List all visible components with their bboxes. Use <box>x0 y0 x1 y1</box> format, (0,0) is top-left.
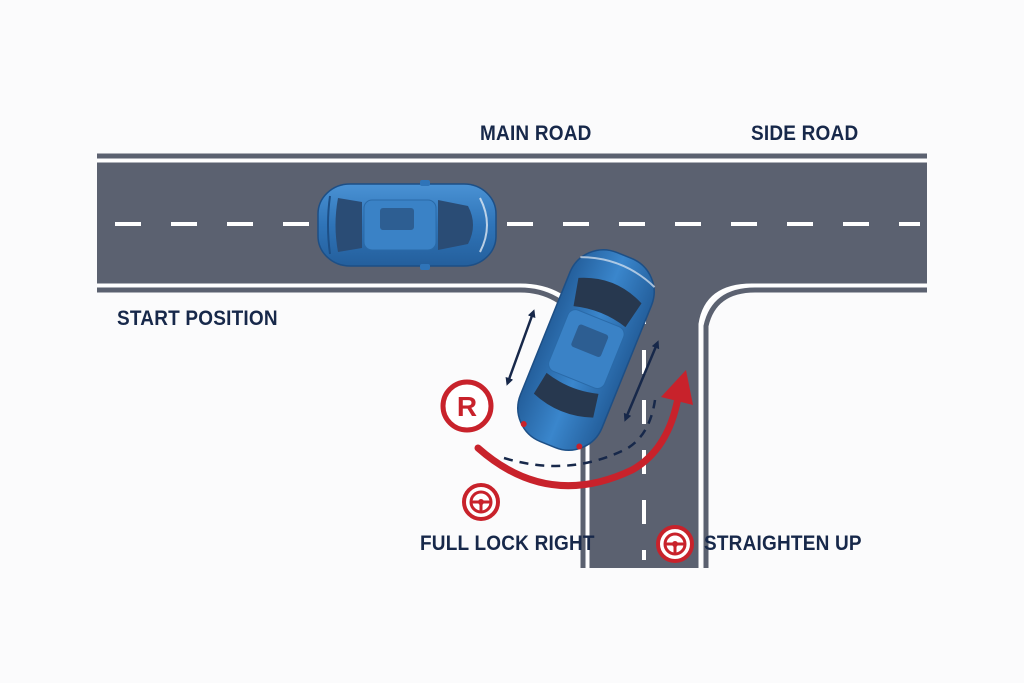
clearance-arrow-right <box>623 340 660 422</box>
car-start-position <box>317 180 497 270</box>
curved-arrow-head <box>661 370 693 405</box>
side-road-label: SIDE ROAD <box>751 122 859 146</box>
rear-window <box>335 198 362 252</box>
reverse-gear-icon: R <box>440 379 494 433</box>
curved-arrow-icon <box>474 394 682 490</box>
start-position-label: START POSITION <box>117 307 278 331</box>
road-network <box>97 153 927 568</box>
straighten-up-label: STRAIGHTEN UP <box>704 532 862 556</box>
rear-window <box>533 372 599 418</box>
kerb-left <box>97 287 586 568</box>
kerb-right-white <box>698 283 927 568</box>
reverse-gear-letter: R <box>457 391 477 422</box>
kerb-right <box>703 287 927 568</box>
windshield <box>438 200 473 250</box>
clearance-arrow-left <box>505 309 536 386</box>
windshield <box>573 277 642 328</box>
main-road-label: MAIN ROAD <box>480 122 592 146</box>
steering-wheel-icon <box>656 525 694 563</box>
reverse-path-dashed <box>503 399 657 468</box>
full-lock-right-label: FULL LOCK RIGHT <box>420 532 595 556</box>
car-reversing <box>517 249 656 451</box>
steering-wheel-icon <box>462 483 500 521</box>
